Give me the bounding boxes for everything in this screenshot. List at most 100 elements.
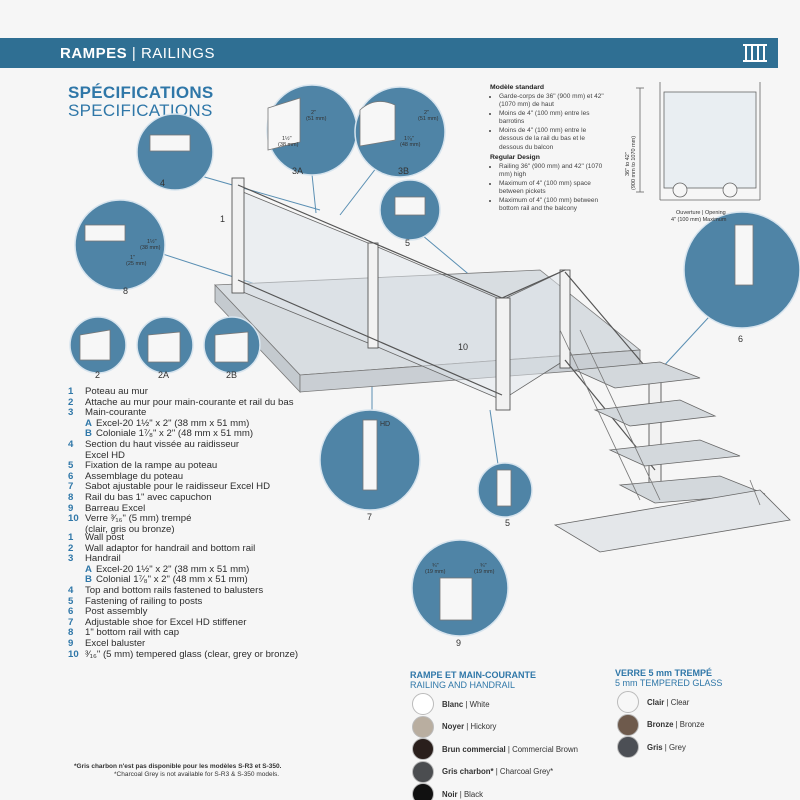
specifications-title-fr: SPÉCIFICATIONS (68, 83, 214, 102)
glass-colors-heading: VERRE 5 mm TREMPÉ 5 mm TEMPERED GLASS (615, 668, 722, 688)
legend-item-text: Excel baluster (85, 637, 146, 649)
legend-item: 2 Attache au mur pour main-courante et ra… (68, 396, 368, 409)
legend-item-number: 2 (68, 396, 74, 408)
railing-colors-title-fr: RAMPE ET MAIN-COURANTE (410, 670, 536, 680)
color-dot (617, 691, 639, 713)
legend-item-number: 2 (68, 542, 74, 554)
railing-diagram (69, 82, 800, 637)
legend-item-number: 10 (68, 648, 79, 660)
legend-item-letter: A (85, 563, 92, 575)
header-title: RAMPES | RAILINGS (60, 45, 215, 62)
legend-english: 1 Wall post 2 Wall adaptor for handrail and… (68, 532, 368, 661)
legend-item-number (68, 419, 85, 430)
legend-item-number: 1 (68, 532, 74, 543)
legend-item-text: Wall post (85, 532, 125, 543)
legend-item-text: Sabot ajustable pour le raidisseur Excel… (85, 481, 271, 493)
glass-colors-title-fr: VERRE 5 mm TREMPÉ (615, 668, 713, 678)
legend-item-number: 7 (68, 481, 74, 493)
color-name-en: Hickory (470, 722, 497, 731)
color-swatch: Gris | Grey (617, 736, 686, 758)
color-separator: | (464, 722, 471, 731)
footnote: *Gris charbon n'est pas disponible pour … (74, 763, 281, 779)
color-name-fr: Bronze (647, 720, 674, 729)
color-separator: | (463, 699, 470, 709)
color-dot (412, 783, 434, 800)
color-dot (412, 693, 434, 715)
color-swatch: Noyer | Hickory (412, 715, 497, 738)
footnote-en: *Charcoal Grey is not available for S-R3… (114, 771, 280, 778)
color-name-fr: Gris charbon* (442, 767, 494, 776)
color-name-fr: Clair (647, 697, 665, 707)
header-separator: | (131, 45, 137, 62)
legend-item-text: Fixation de la rampe au poteau (85, 460, 218, 472)
legend-item-text: Section du haut vissée au raidisseur (85, 438, 240, 450)
legend-item-number: 8 (68, 491, 74, 503)
legend-item-text: Wall adaptor for handrail and bottom rai… (85, 542, 256, 554)
legend-item-number: 3 (68, 553, 74, 565)
color-separator: | (673, 720, 680, 729)
color-dot (412, 760, 434, 783)
legend-item-text: Assemblage du poteau (85, 470, 184, 482)
color-name-fr: Noyer (442, 722, 465, 731)
legend-item-letter: B (85, 428, 92, 440)
legend-item: 7 Sabot ajustable pour le raidisseur Exce… (68, 482, 368, 493)
legend-item-number: 5 (68, 595, 74, 607)
legend-item: 1 Wall post (68, 532, 368, 544)
legend-item: 6 Assemblage du poteau (68, 470, 368, 483)
legend-item-number (68, 565, 85, 576)
standard-note-2: Moins de 4" (100 mm) entre les barrotins (499, 110, 606, 127)
color-dot (617, 736, 639, 758)
color-separator: | (662, 742, 669, 752)
legend-item-letter: A (85, 417, 92, 429)
color-swatch: Noir | Black (412, 783, 483, 800)
legend-item-text: Handrail (85, 553, 121, 565)
color-name-fr: Brun commercial (442, 744, 506, 754)
railing-colors-title-en: RAILING AND HANDRAIL (410, 680, 516, 690)
glass-colors-title-en: 5 mm TEMPERED GLASS (615, 678, 723, 688)
legend-item-number: 10 (68, 513, 79, 525)
standard-design-notes: Modèle standard Garde-corps de 36" (900 … (490, 84, 606, 152)
regular-note-3: Maximum of 4" (100 mm) between bottom ra… (499, 197, 606, 214)
color-swatch: Brun commercial | Commercial Brown (412, 738, 578, 760)
legend-item-text: Main-courante (85, 407, 147, 419)
legend-item-text: Excel-20 1½" x 2" (38 mm x 51 mm) (95, 563, 250, 575)
color-dot (412, 715, 434, 738)
legend-item-number: 3 (68, 407, 74, 419)
color-separator: | (493, 767, 500, 776)
legend-item-number: 6 (68, 470, 74, 482)
legend-item-text: Rail du bas 1" avec capuchon (85, 491, 212, 503)
color-name-fr: Noir (442, 789, 458, 799)
header-title-fr: RAMPES (60, 45, 128, 62)
color-name-en: Commercial Brown (512, 744, 578, 754)
legend-item-text: ³⁄₁₆" (5 mm) tempered glass (clear, grey… (85, 648, 299, 660)
color-swatch: Gris charbon* | Charcoal Grey* (412, 760, 554, 783)
legend-item: 10 Verre ³⁄₁₆" (5 mm) trempé (68, 514, 368, 525)
color-separator: | (457, 789, 464, 799)
color-name-en: Grey (668, 742, 686, 752)
legend-item: 10 ³⁄₁₆" (5 mm) tempered glass (clear, gr… (68, 648, 368, 661)
footnote-fr: *Gris charbon n'est pas disponible pour … (74, 763, 282, 770)
standard-note-1: Garde-corps de 36" (900 mm) et 42" (1070… (499, 93, 606, 110)
color-swatch: Clair | Clear (617, 691, 689, 713)
legend-item-text: Verre ³⁄₁₆" (5 mm) trempé (85, 513, 192, 525)
legend-item: 2 Wall adaptor for handrail and bottom ra… (68, 542, 368, 555)
legend-item-text: Post assembly (85, 606, 148, 618)
color-name-en: Clear (670, 697, 690, 707)
regular-design-notes: Regular Design Railing 36" (900 mm) and … (490, 154, 606, 214)
legend-item-text: Top and bottom rails fastened to baluste… (85, 584, 264, 596)
legend-item-text: Attache au mur pour main-courante et rai… (85, 396, 294, 408)
legend-item: Excel HD (68, 450, 368, 462)
color-name-en: Charcoal Grey* (499, 767, 554, 776)
color-name-en: White (469, 699, 490, 709)
